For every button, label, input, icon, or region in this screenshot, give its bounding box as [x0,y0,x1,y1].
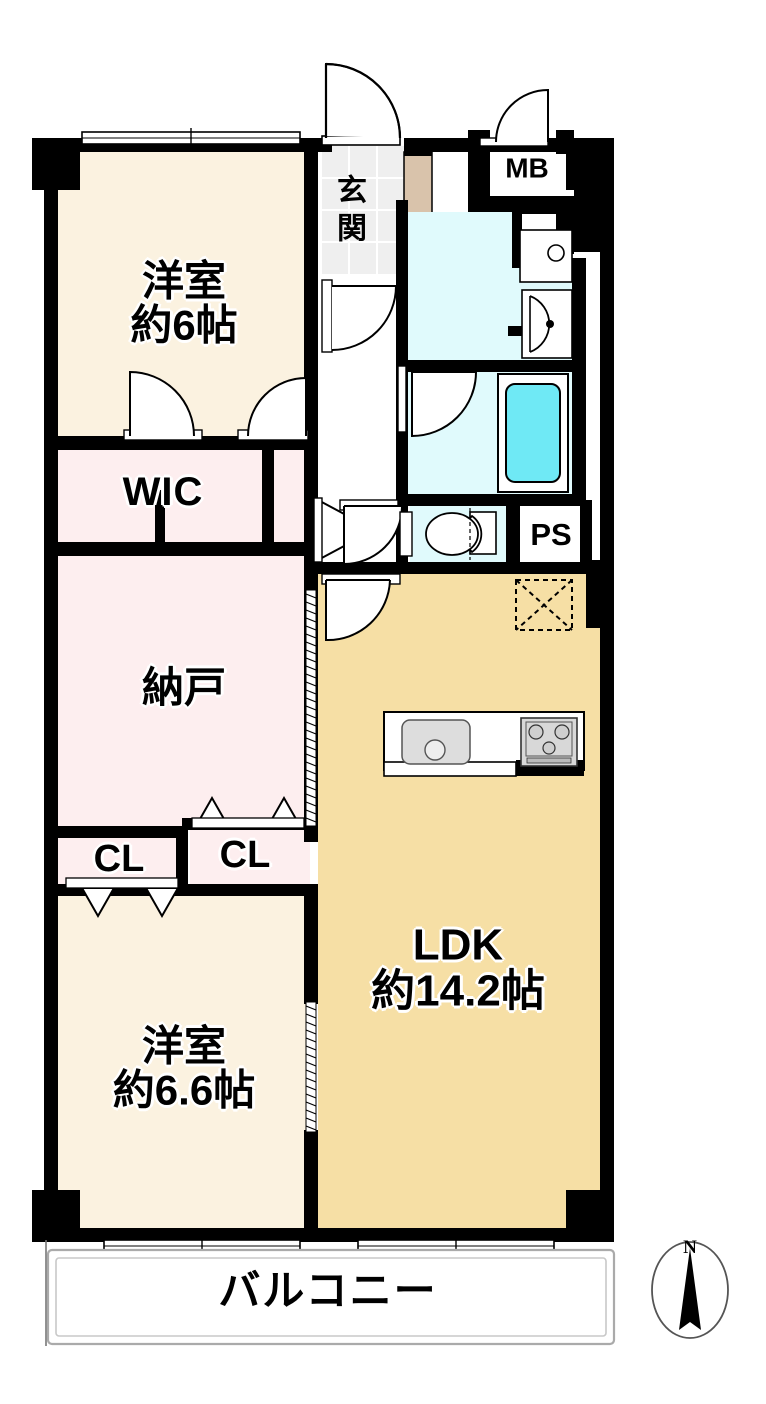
toilet-icon [425,508,497,560]
room-label-wic: WIC [122,470,204,515]
room-label-pipe-space: PS [530,516,572,552]
room-fill-bedroom-bottom [58,896,310,1240]
room-label-closet-right: CL [219,834,271,877]
room-label-closet-left: CL [93,838,145,881]
bathtub-icon [497,373,569,493]
room-label-nando: 納戸 [141,664,227,712]
room-label-meter-box: MB [505,152,549,184]
room-label-genkan: 玄 関 [337,174,367,246]
room-fill-closet-right [190,828,310,888]
north-compass-icon [651,1241,729,1339]
room-fill-ldk [318,572,600,1240]
washbasin-icon [521,289,573,359]
room-label-ldk: LDK 約14.2帖 [371,920,545,1015]
exterior-walls [44,138,614,1242]
room-label-bedroom-top: 洋室 約6帖 [130,257,238,348]
gas-stove-icon [520,717,578,767]
doors [123,62,549,642]
balcony-outline [45,1240,616,1346]
genkan-tile-grid [322,146,404,274]
sliding-door-bedroom-bottom [305,1001,317,1133]
sliding-door-nando [305,589,317,827]
washing-machine-space-icon [519,229,573,283]
wall-jogs [522,130,574,214]
ceiling-inspection-hatch-icon [515,579,573,631]
compass-north-label: N [683,1237,697,1259]
sink-icon [401,719,471,765]
closet-door-markers [65,795,305,919]
room-fill-nando [58,556,310,828]
room-label-bedroom-bottom: 洋室 約6.6帖 [112,1022,256,1113]
room-label-balcony: バルコニー [218,1267,438,1315]
room-fill-pipe-space [522,504,584,566]
